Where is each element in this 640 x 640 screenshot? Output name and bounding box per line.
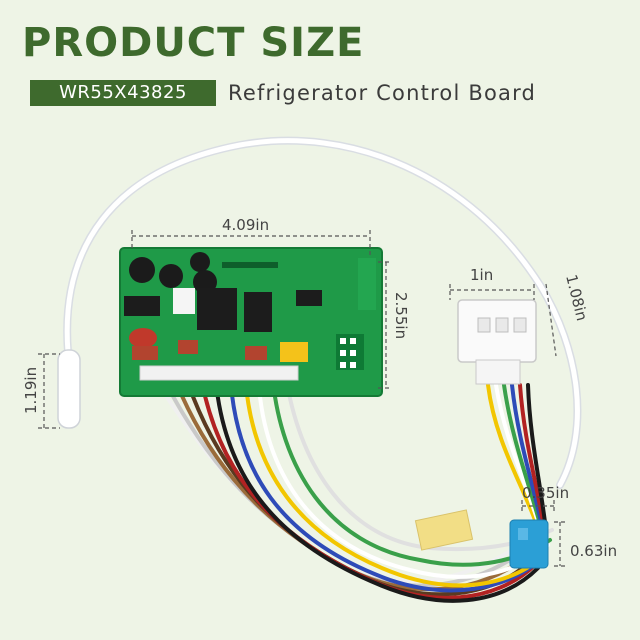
model-number-badge: WR55X43825 xyxy=(30,80,216,106)
sensor-connector xyxy=(509,519,549,569)
connector-height-dimension-line xyxy=(545,283,557,357)
connector-width-label: 1in xyxy=(470,266,493,284)
sensor-length-label: 1.19in xyxy=(22,367,40,414)
product-name: Refrigerator Control Board xyxy=(228,81,537,105)
temperature-sensor-probe xyxy=(57,349,81,429)
wire-label-tag xyxy=(414,509,474,551)
page-title: PRODUCT SIZE xyxy=(22,20,365,66)
small-connector-height-label: 0.63in xyxy=(570,542,617,560)
board-height-label: 2.55in xyxy=(392,292,410,339)
board-width-label: 4.09in xyxy=(222,216,269,234)
main-harness-connector xyxy=(457,299,537,385)
connector-height-label: 1.08in xyxy=(562,273,591,323)
control-board xyxy=(119,247,383,397)
small-connector-width-label: 0.35in xyxy=(522,484,569,502)
wire-harness xyxy=(148,370,554,603)
